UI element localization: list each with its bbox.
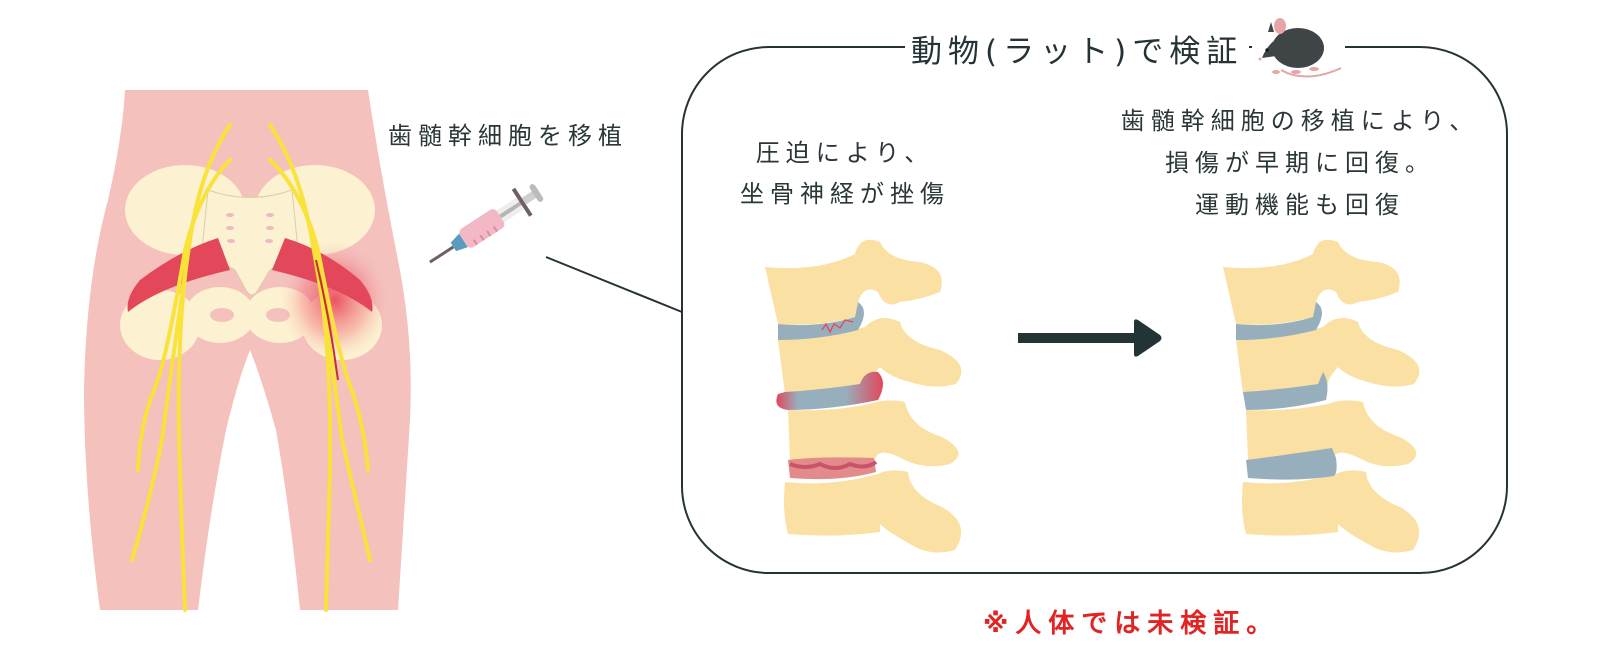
unverified-in-humans-note: ※人体では未検証。 bbox=[983, 609, 1280, 639]
after-description: 歯髄幹細胞の移植により、 損傷が早期に回復。 運動機能も回復 bbox=[1100, 100, 1500, 226]
after-line-3: 運動機能も回復 bbox=[1195, 191, 1405, 219]
after-line-1: 歯髄幹細胞の移植により、 bbox=[1120, 107, 1480, 135]
damaged-spine-illustration bbox=[760, 232, 975, 557]
recovered-spine-illustration bbox=[1218, 232, 1433, 557]
pelvis-sciatic-nerve-illustration bbox=[80, 90, 420, 615]
right-arrow-icon bbox=[1018, 318, 1163, 358]
experiment-title: 動物(ラット)で検証 bbox=[905, 26, 1250, 71]
transplant-label: 歯髄幹細胞を移植 bbox=[388, 122, 628, 150]
after-line-2: 損傷が早期に回復。 bbox=[1165, 149, 1435, 177]
syringe-icon bbox=[418, 182, 553, 267]
rat-icon bbox=[1252, 14, 1345, 80]
before-description: 圧迫により、 坐骨神経が挫傷 bbox=[720, 133, 970, 215]
before-line-2: 坐骨神経が挫傷 bbox=[740, 180, 950, 208]
before-line-1: 圧迫により、 bbox=[755, 139, 935, 167]
connector-line bbox=[545, 255, 685, 315]
